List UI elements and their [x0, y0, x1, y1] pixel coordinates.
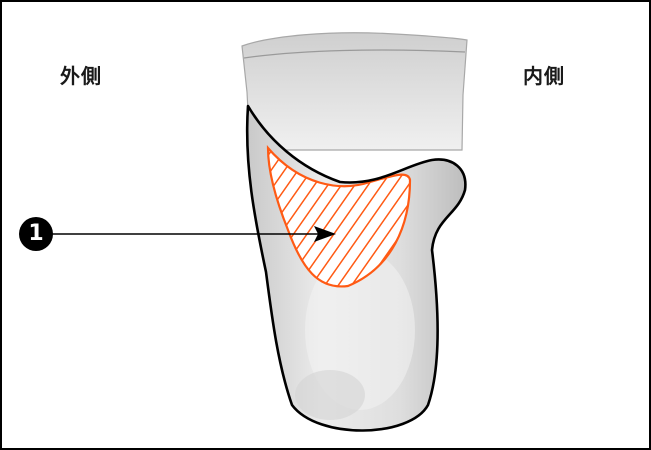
callout-marker: 1 [19, 217, 53, 251]
socket-lower-shading [295, 370, 365, 420]
